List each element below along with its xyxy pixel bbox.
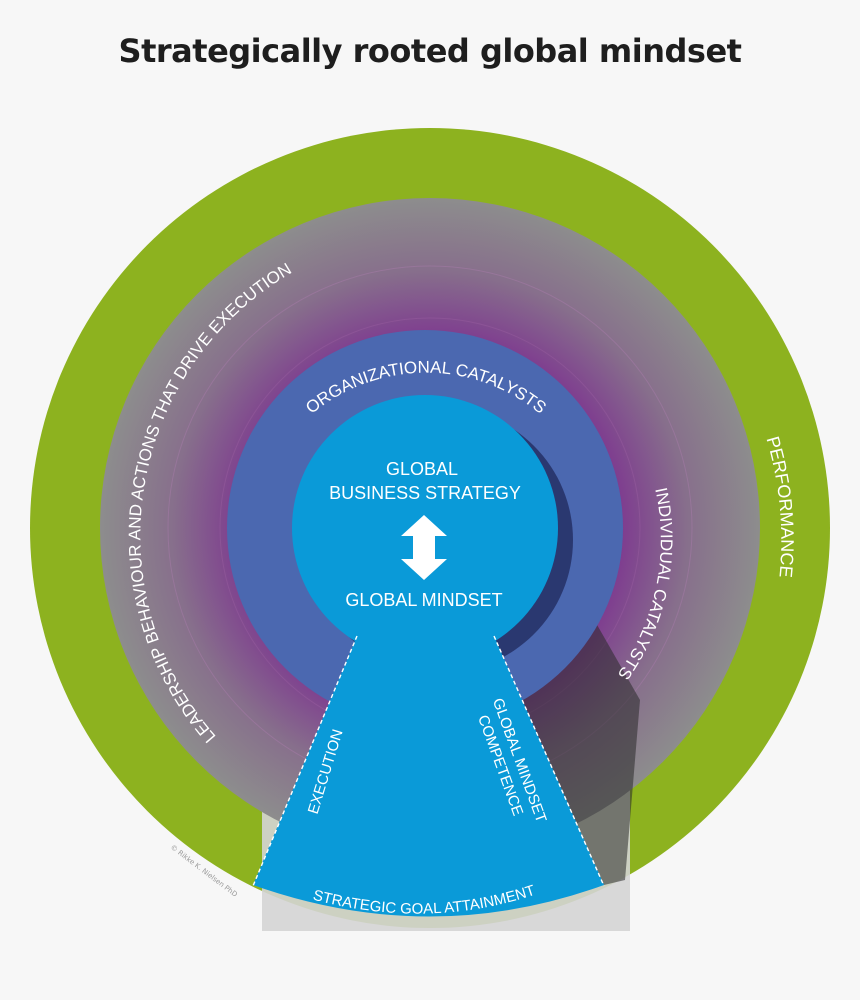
page-title: Strategically rooted global mindset bbox=[118, 32, 742, 70]
core-top-line2: BUSINESS STRATEGY bbox=[329, 483, 521, 503]
double-vertical-arrow-icon bbox=[401, 515, 447, 580]
core-bottom-label: GLOBAL MINDSET bbox=[345, 590, 502, 610]
core-top-line1: GLOBAL bbox=[386, 459, 458, 479]
execution-edge bbox=[252, 635, 358, 887]
competence-edge bbox=[493, 635, 605, 887]
